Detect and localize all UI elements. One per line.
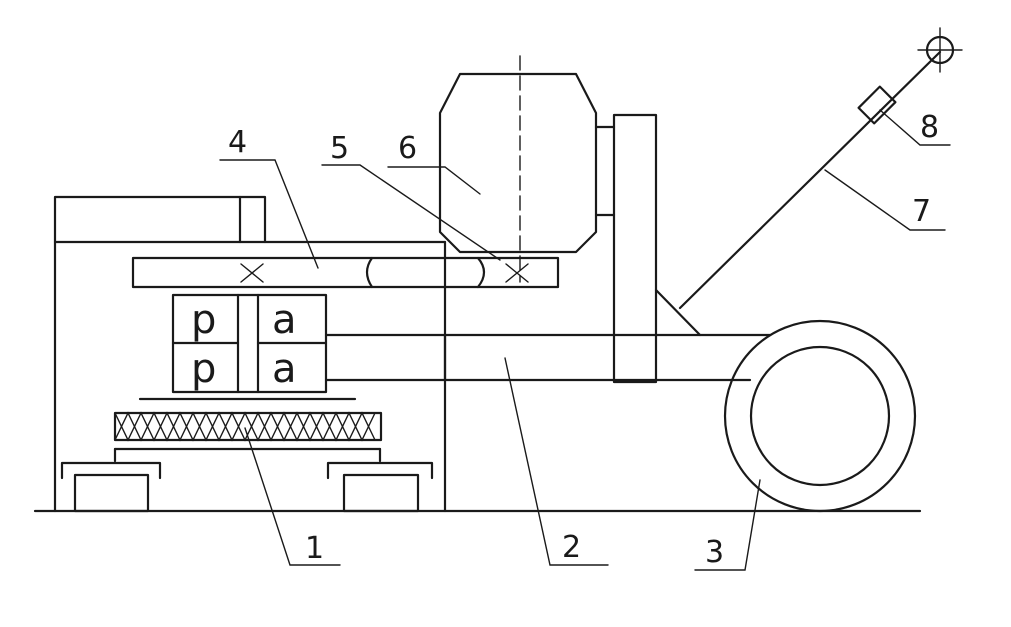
block-glyph-top-right: a (272, 297, 297, 343)
callout-8: 8 (920, 110, 939, 145)
grinding-plate (113, 397, 383, 442)
vertical-column (612, 113, 658, 384)
wheel (723, 319, 917, 513)
callout-2: 2 (562, 530, 581, 565)
callout-3: 3 (705, 535, 724, 570)
belt-drive (131, 256, 560, 289)
left-foot (60, 461, 162, 513)
callout-7: 7 (912, 194, 931, 229)
callout-6: 6 (398, 131, 417, 166)
main-beam (324, 333, 772, 382)
motor (438, 55, 616, 283)
handle (654, 27, 963, 337)
leader-lines (219, 109, 951, 571)
block-glyph-bottom-left: p (191, 346, 216, 392)
pulley-axis-right (505, 263, 529, 283)
block-glyph-top-left: p (191, 297, 216, 343)
block-glyph-bottom-right: a (272, 346, 297, 392)
pulley-axis-left (240, 263, 264, 283)
switch (857, 85, 897, 125)
callout-4: 4 (228, 125, 247, 160)
callout-1: 1 (305, 531, 324, 566)
callout-5: 5 (330, 131, 349, 166)
bearing-blocks: p a p a (171, 293, 328, 394)
right-foot (326, 461, 434, 513)
